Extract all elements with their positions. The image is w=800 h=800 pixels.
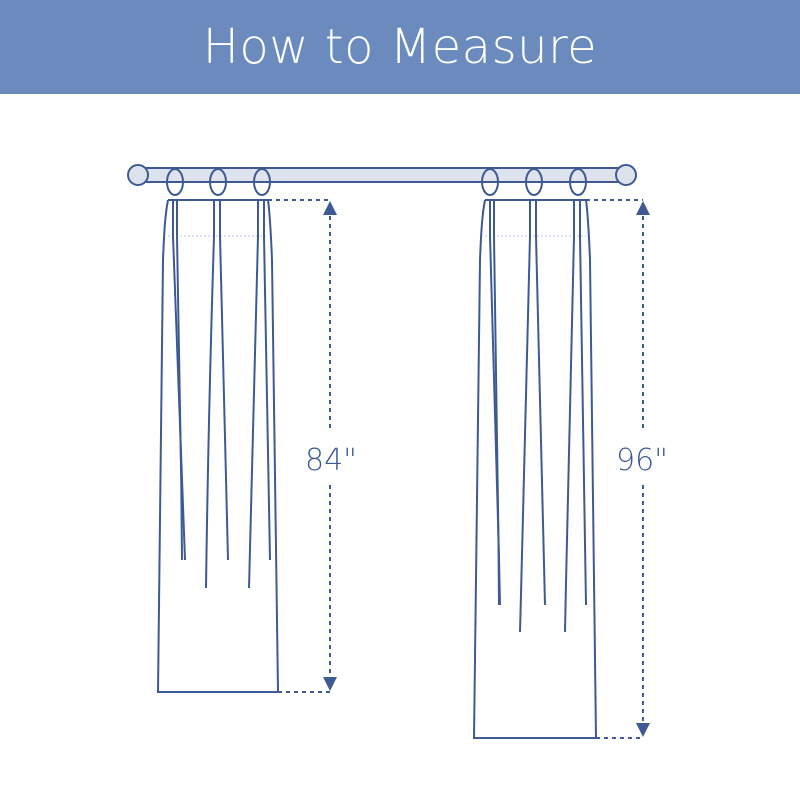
pleat-fold (176, 200, 183, 561)
right-length-measurement (586, 199, 650, 739)
pleat-fold (248, 200, 259, 589)
left-length-label: 84" (305, 443, 357, 478)
page-title: How to Measure (202, 19, 598, 75)
header-banner: How to Measure (0, 0, 800, 94)
curtain-ring (525, 168, 543, 196)
curtain-ring (481, 168, 499, 196)
curtain-ring (569, 168, 587, 196)
pleat-fold (219, 200, 229, 561)
pleat-fold (263, 200, 271, 561)
pleat-fold (493, 200, 500, 606)
pleat-fold (205, 200, 215, 589)
right-curtain (472, 168, 598, 739)
rod-finial-left (127, 164, 149, 186)
left-curtain (156, 168, 280, 693)
curtain-outline (156, 199, 280, 693)
pleat-fold (519, 200, 531, 633)
pleat-fold (579, 200, 587, 606)
left-length-measurement (268, 199, 337, 693)
curtain-rod (127, 164, 637, 186)
pleat-fold (172, 200, 186, 561)
pleat-fold (535, 200, 546, 606)
curtain-outline (472, 199, 598, 739)
curtain-ring (209, 168, 227, 196)
curtain-ring (166, 168, 184, 196)
rod-finial-right (615, 164, 637, 186)
pleat-fold (564, 200, 575, 633)
right-length-label: 96" (616, 443, 668, 478)
curtain-ring (253, 168, 271, 196)
